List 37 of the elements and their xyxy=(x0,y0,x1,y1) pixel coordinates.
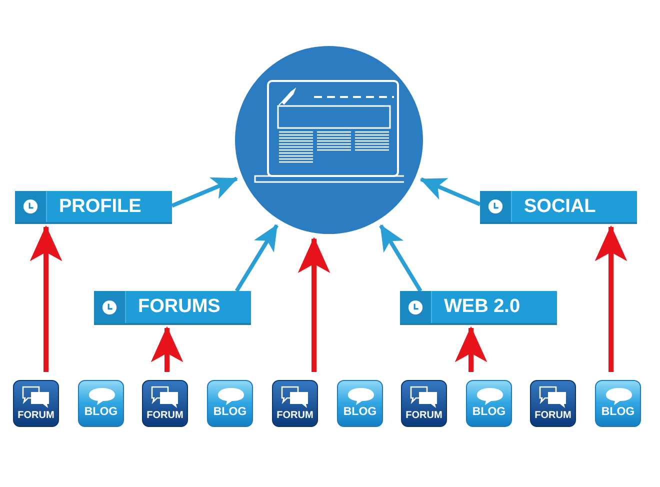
category-label-box xyxy=(400,291,557,325)
category-label: WEB 2.0 xyxy=(444,296,520,318)
blog-tile xyxy=(207,380,253,427)
tile-label: BLOG xyxy=(342,406,378,418)
tile-label: FORUM xyxy=(146,410,184,421)
tile-label: BLOG xyxy=(600,406,636,418)
category-label-box xyxy=(15,191,172,224)
tile-label: BLOG xyxy=(83,406,119,418)
category-label-box xyxy=(480,191,637,224)
arrow xyxy=(379,224,422,292)
forum-tile xyxy=(530,380,576,427)
tile-label: BLOG xyxy=(212,406,248,418)
forum-tile xyxy=(142,380,188,427)
arrow xyxy=(234,224,279,292)
forum-tile xyxy=(272,380,318,427)
tile-label: FORUM xyxy=(16,410,56,421)
blog-tile xyxy=(466,380,512,427)
arrow xyxy=(298,237,330,372)
arrow xyxy=(594,225,628,372)
blog-tile xyxy=(78,380,124,427)
tile-label: FORUM xyxy=(276,410,314,421)
arrow xyxy=(30,225,62,372)
forum-tile xyxy=(13,380,59,427)
arrow xyxy=(420,177,481,206)
arrow xyxy=(171,176,238,208)
arrow xyxy=(454,326,488,372)
blog-tile xyxy=(337,380,383,427)
tile-label: FORUM xyxy=(534,410,572,421)
tile-label: BLOG xyxy=(471,406,507,418)
forum-tile xyxy=(401,380,447,427)
category-label: SOCIAL xyxy=(524,196,596,218)
category-label: PROFILE xyxy=(59,196,142,218)
category-label: FORUMS xyxy=(138,296,220,318)
blog-tile xyxy=(595,380,641,427)
arrow xyxy=(150,326,184,372)
category-label-box xyxy=(94,291,251,325)
tile-label: FORUM xyxy=(404,410,444,421)
